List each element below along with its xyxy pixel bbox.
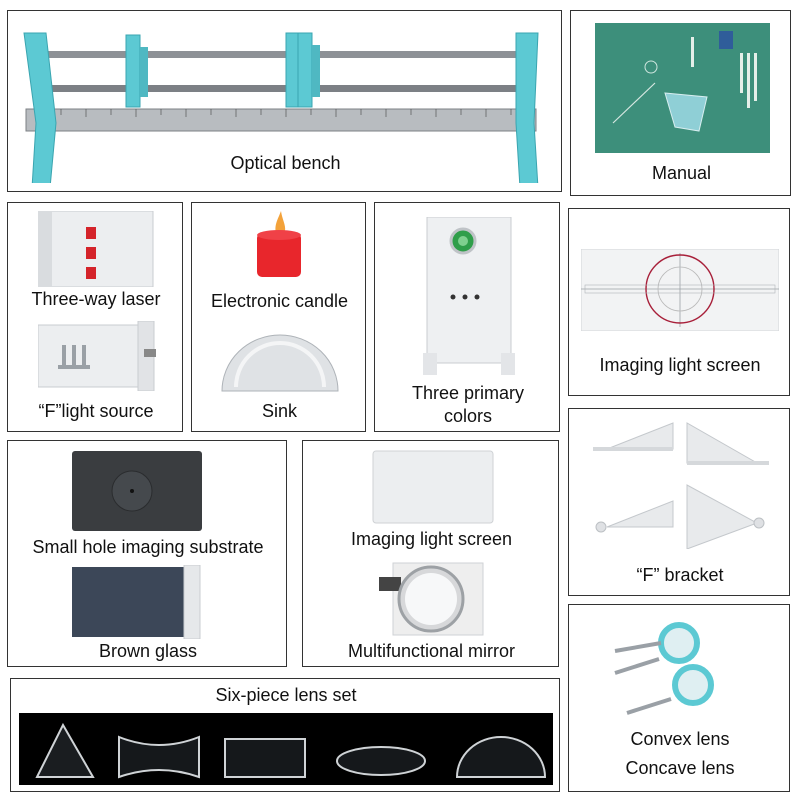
f-light-source-image bbox=[38, 321, 163, 391]
small-hole-imaging-substrate-image bbox=[70, 449, 205, 534]
three-primary-colors-label-2: colors bbox=[443, 406, 492, 426]
multifunctional-mirror-image bbox=[363, 559, 493, 637]
three-way-laser-image bbox=[38, 211, 158, 287]
manual-image bbox=[595, 23, 770, 153]
convex-lens-label: Convex lens bbox=[630, 729, 730, 749]
panel-small-hole-brown-glass: Small hole imaging substrate Brown glass bbox=[7, 440, 287, 667]
panel-optical-bench: Optical bench bbox=[7, 10, 562, 192]
panel-candle-sink: Electronic candle Sink bbox=[191, 202, 366, 432]
sink-label: Sink bbox=[261, 401, 297, 421]
brown-glass-image bbox=[72, 565, 202, 639]
panel-imaging-light-screen-right: Imaging light screen bbox=[568, 208, 790, 396]
three-way-laser-label: Three-way laser bbox=[31, 289, 161, 309]
f-light-source-label: “F”light source bbox=[38, 401, 154, 421]
panel-f-bracket: “F” bracket bbox=[568, 408, 790, 596]
convex-concave-lens-image bbox=[609, 619, 749, 719]
multifunctional-mirror-label: Multifunctional mirror bbox=[347, 641, 516, 661]
manual-label: Manual bbox=[651, 163, 712, 183]
f-bracket-label: “F” bracket bbox=[636, 565, 724, 585]
f-bracket-image bbox=[587, 419, 773, 549]
brown-glass-label: Brown glass bbox=[98, 641, 198, 661]
imaging-light-screen-plate-image bbox=[371, 449, 495, 525]
three-primary-colors-label-1: Three primary bbox=[411, 383, 525, 403]
panel-screen-mirror: Imaging light screen Multifunctional mir… bbox=[302, 440, 559, 667]
imaging-light-screen-right-label: Imaging light screen bbox=[599, 355, 761, 375]
sink-image bbox=[218, 331, 343, 393]
panel-six-piece-lens-set: Six-piece lens set bbox=[10, 678, 560, 792]
six-piece-lens-set-image bbox=[19, 713, 553, 785]
panel-laser-light-source: Three-way laser “F”light source bbox=[7, 202, 183, 432]
panel-three-primary-colors: Three primary colors bbox=[374, 202, 560, 432]
panel-manual: Manual bbox=[570, 10, 791, 196]
three-primary-colors-image bbox=[423, 217, 515, 375]
six-piece-lens-set-label: Six-piece lens set bbox=[215, 685, 357, 705]
panel-convex-concave-lens: Convex lens Concave lens bbox=[568, 604, 790, 792]
small-hole-imaging-substrate-label: Small hole imaging substrate bbox=[32, 537, 264, 557]
concave-lens-label: Concave lens bbox=[625, 758, 735, 778]
optical-bench-label: Optical bench bbox=[230, 153, 341, 173]
imaging-light-screen-image bbox=[581, 249, 779, 331]
imaging-light-screen-mid-label: Imaging light screen bbox=[350, 529, 513, 549]
optical-bench-image bbox=[16, 23, 546, 183]
electronic-candle-label: Electronic candle bbox=[210, 291, 349, 311]
electronic-candle-image bbox=[254, 211, 304, 281]
